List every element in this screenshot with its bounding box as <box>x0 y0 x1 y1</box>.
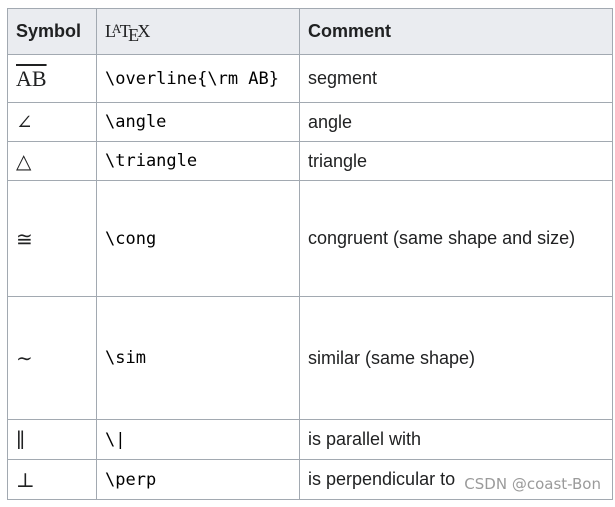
table-row: AB \overline{\rm AB} segment <box>7 54 613 103</box>
comment-cell: triangle <box>299 141 613 181</box>
symbol-cell: ∠ <box>7 102 97 142</box>
latex-command-cell: \angle <box>96 102 300 142</box>
segment-symbol: AB <box>16 65 47 91</box>
comment-cell: segment <box>299 54 613 103</box>
comment-cell: similar (same shape) <box>299 296 613 420</box>
table-row: △ \triangle triangle <box>7 141 613 181</box>
latex-logo: LATEX <box>105 21 151 45</box>
latex-logo-t: T <box>119 21 131 41</box>
table-row: ⊥ \perp is perpendicular to <box>7 459 613 500</box>
symbol-cell: ⊥ <box>7 459 97 500</box>
symbol-cell: △ <box>7 141 97 181</box>
table-row: ∥ \| is parallel with <box>7 419 613 460</box>
column-header-comment: Comment <box>299 8 613 55</box>
latex-command-cell: \overline{\rm AB} <box>96 54 300 103</box>
column-header-symbol: Symbol <box>7 8 97 55</box>
comment-cell: is parallel with <box>299 419 613 460</box>
latex-command-cell: \cong <box>96 180 300 297</box>
symbol-cell: ∼ <box>7 296 97 420</box>
csdn-watermark: CSDN @coast-Bon <box>464 475 601 493</box>
table-row: ∼ \sim similar (same shape) <box>7 296 613 420</box>
table-row: ≅ \cong congruent (same shape and size) <box>7 180 613 297</box>
column-header-latex: LATEX <box>96 8 300 55</box>
latex-command-cell: \triangle <box>96 141 300 181</box>
comment-cell: congruent (same shape and size) <box>299 180 613 297</box>
latex-command-cell: \sim <box>96 296 300 420</box>
table-header-row: Symbol LATEX Comment <box>7 8 613 55</box>
latex-symbol-table: Symbol LATEX Comment AB \overline{\rm AB… <box>7 8 613 500</box>
latex-command-cell: \perp <box>96 459 300 500</box>
latex-logo-l: L <box>105 21 116 41</box>
comment-cell: angle <box>299 102 613 142</box>
comment-cell: is perpendicular to <box>299 459 613 500</box>
table-row: ∠ \angle angle <box>7 102 613 142</box>
latex-logo-x: X <box>137 21 151 41</box>
latex-command-cell: \| <box>96 419 300 460</box>
latex-logo-a: A <box>111 21 122 37</box>
symbol-cell: AB <box>7 54 97 103</box>
symbol-cell: ∥ <box>7 419 97 460</box>
symbol-cell: ≅ <box>7 180 97 297</box>
latex-logo-e: E <box>128 24 140 45</box>
